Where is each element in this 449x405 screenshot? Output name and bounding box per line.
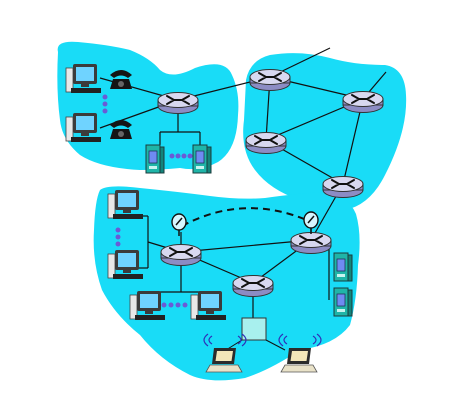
router-icon — [245, 131, 287, 155]
router-icon — [232, 274, 274, 298]
server-icon — [333, 252, 353, 282]
desktop-pc-icon — [107, 189, 144, 220]
desktop-pc-icon — [107, 249, 144, 280]
telephone-icon — [110, 70, 132, 89]
server-icon — [192, 144, 212, 174]
router-icon — [342, 90, 384, 114]
router-icon — [249, 68, 291, 92]
dots-indicator — [102, 94, 193, 308]
desktop-pc-icon — [190, 290, 227, 321]
router-icon — [290, 231, 332, 255]
router-icon — [157, 91, 199, 115]
server-icon — [145, 144, 165, 174]
switch-icon — [241, 317, 267, 341]
network-cloud-bottom — [93, 186, 360, 381]
router-icon — [322, 175, 364, 199]
telephone-icon — [110, 120, 132, 139]
desktop-pc-icon — [65, 63, 102, 94]
wireless-link — [181, 207, 310, 227]
server-icon — [333, 287, 353, 317]
desktop-pc-icon — [129, 290, 166, 321]
desktop-pc-icon — [65, 112, 102, 143]
network-cloud-top-left — [57, 41, 239, 170]
router-icon — [160, 243, 202, 267]
switch-link — [265, 339, 286, 351]
